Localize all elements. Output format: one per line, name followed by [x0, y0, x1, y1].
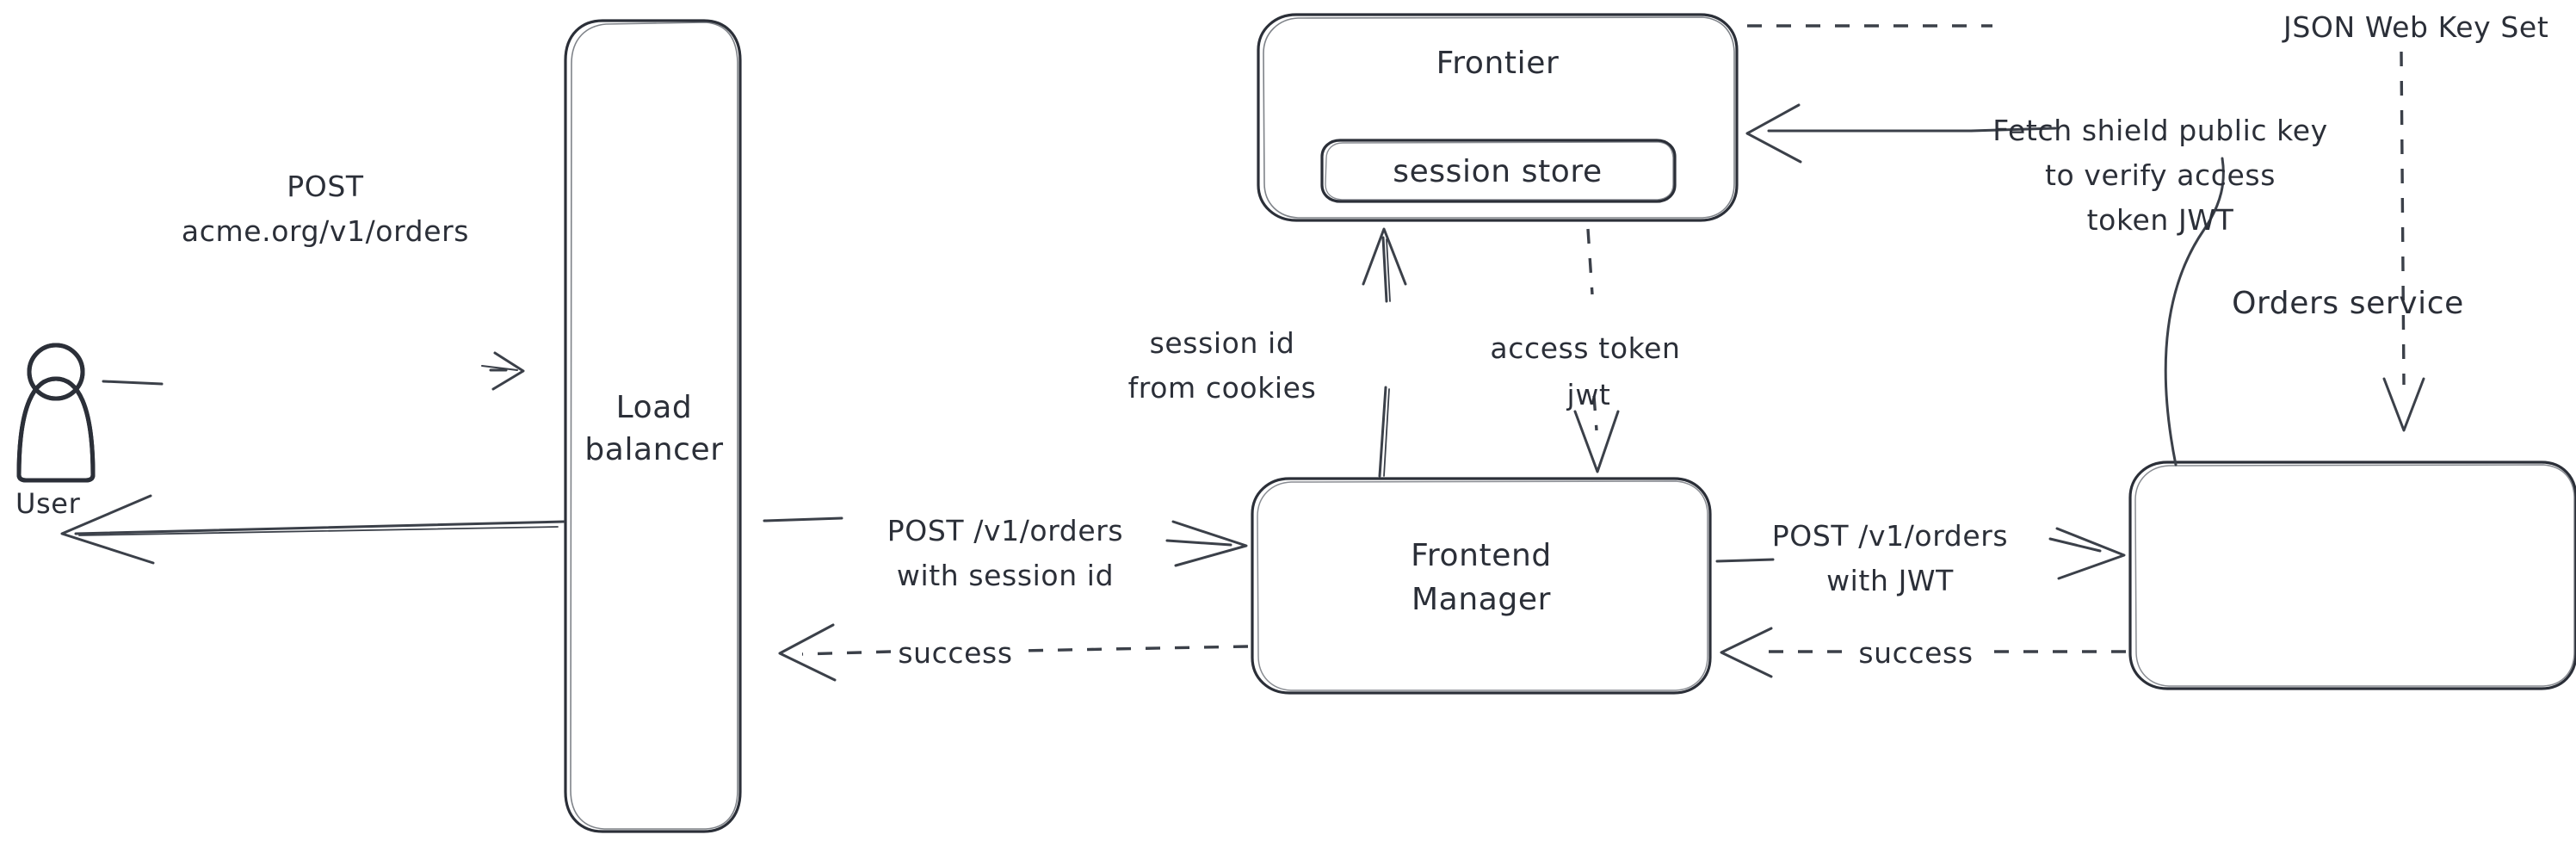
edge-orders-fm-arrowhead — [1720, 627, 1773, 678]
edge-lb-fm-label-line2: with session id — [897, 559, 1114, 592]
edge-frontier-fm-dash-upper — [1586, 228, 1594, 295]
user-head-hatch — [27, 343, 85, 401]
edge-frontend-manager-to-frontier — [1362, 227, 1407, 478]
edge-user-lb-arrowstem — [481, 365, 518, 371]
edge-fm-orders-label-line2: with JWT — [1826, 564, 1954, 597]
edge-fm-lb-arrowhead — [778, 623, 837, 682]
edge-fm-orders-line — [2048, 537, 2102, 553]
frontier-label: Frontier — [1436, 46, 1560, 81]
edge-user-lb-label-line2: acme.org/v1/orders — [182, 214, 469, 248]
edge-frontier-fm-label-line2: jwt — [1566, 378, 1611, 411]
node-session-store[interactable] — [1320, 139, 1677, 203]
node-frontier[interactable] — [1257, 13, 1739, 222]
edge-jwks-arrowhead — [2382, 377, 2425, 432]
edge-lb-fm-label-line1: POST /v1/orders — [887, 514, 1123, 547]
edge-lb-fm-arrowhead — [1171, 520, 1248, 567]
edge-fm-frontier-arrowhead — [1362, 227, 1407, 286]
edge-orders-frontier-arrowhead — [1745, 103, 1802, 164]
frontend-manager-label-line2: Manager — [1412, 582, 1551, 617]
edge-fm-orders-stub — [1715, 558, 1775, 563]
edge-orders-frontier-lead — [1969, 127, 2057, 133]
node-frontend-manager[interactable] — [1251, 477, 1712, 695]
edge-frontier-fm-arrowhead — [1573, 410, 1620, 473]
edge-lb-user-line2 — [78, 526, 559, 536]
load-balancer-label-line1: Load — [616, 390, 693, 425]
session-store-shape-sketch — [1325, 141, 1674, 201]
session-store-label: session store — [1393, 154, 1603, 189]
edge-lb-user-line — [74, 520, 565, 535]
edge-fm-frontier-label-line2: from cookies — [1128, 371, 1317, 405]
edge-jwks-label: JSON Web Key Set — [2282, 10, 2548, 44]
edge-lb-fm-line — [1165, 539, 1232, 547]
edge-frontier-fm-label-line1: access token — [1490, 331, 1680, 365]
edge-fm-orders-label-line1: POST /v1/orders — [1772, 519, 2008, 553]
edge-fm-orders-arrowhead — [2055, 527, 2126, 580]
edge-frontend-manager-to-load-balancer — [778, 623, 1249, 682]
edge-orders-frontier-label-line3: token JWT — [2087, 203, 2234, 237]
edge-fm-frontier-lower2 — [1383, 388, 1390, 477]
frontend-manager-shape-sketch — [1257, 480, 1708, 691]
orders-service-shape — [2128, 461, 2576, 690]
edge-jwks-dash-vertical — [2400, 51, 2406, 386]
node-orders-service[interactable] — [2128, 461, 2576, 690]
edge-fm-lb-dash-right — [1019, 645, 1249, 652]
edge-fm-lb-label: success — [898, 636, 1012, 670]
edge-orders-service-to-frontier — [1745, 103, 2225, 467]
frontend-manager-label-line1: Frontend — [1411, 538, 1552, 573]
edge-frontend-manager-to-orders-service — [1715, 527, 2126, 580]
edge-orders-frontier-curve — [2164, 157, 2225, 467]
load-balancer-shape-sketch — [570, 22, 738, 830]
edge-user-lb-label-line1: POST — [287, 170, 364, 203]
load-balancer-label-line2: balancer — [584, 432, 723, 467]
edge-fm-frontier-upper2 — [1386, 238, 1391, 302]
edge-orders-frontier-label-line2: to verify access — [2045, 158, 2276, 192]
load-balancer-shape — [564, 19, 742, 833]
edge-user-lb-arrowhead — [491, 351, 525, 391]
edge-load-balancer-to-frontend-manager — [763, 516, 1248, 567]
session-store-shape — [1320, 139, 1677, 203]
edge-orders-service-to-frontend-manager — [1720, 627, 2126, 678]
orders-service-shape-sketch — [2134, 464, 2575, 687]
edge-fm-frontier-label-line1: session id — [1150, 326, 1295, 360]
frontier-shape — [1257, 13, 1739, 222]
edge-orders-frontier-label-line1: Fetch shield public key — [1992, 114, 2328, 147]
orders-service-label: Orders service — [2232, 286, 2464, 321]
edge-fm-frontier-lower — [1378, 386, 1387, 478]
edge-user-lb-stub — [102, 380, 164, 386]
edge-frontier-to-frontend-manager — [1573, 228, 1620, 473]
frontier-shape-sketch — [1263, 16, 1735, 219]
user-label: User — [15, 487, 81, 520]
edge-fm-frontier-upper — [1381, 236, 1388, 303]
edge-lb-fm-stub — [763, 516, 843, 522]
user-actor — [16, 343, 96, 483]
edge-frontier-fm-dash-lower — [1592, 395, 1598, 431]
frontend-manager-shape — [1251, 477, 1712, 695]
edge-user-to-load-balancer — [102, 351, 525, 391]
node-load-balancer[interactable] — [564, 19, 742, 833]
edge-orders-fm-label: success — [1858, 636, 1973, 670]
edge-load-balancer-to-user — [60, 494, 565, 565]
edge-frontier-to-orders-service-jwks — [1747, 24, 2425, 432]
user-body-hatch — [16, 376, 96, 483]
edge-lb-user-arrowhead — [60, 494, 155, 565]
